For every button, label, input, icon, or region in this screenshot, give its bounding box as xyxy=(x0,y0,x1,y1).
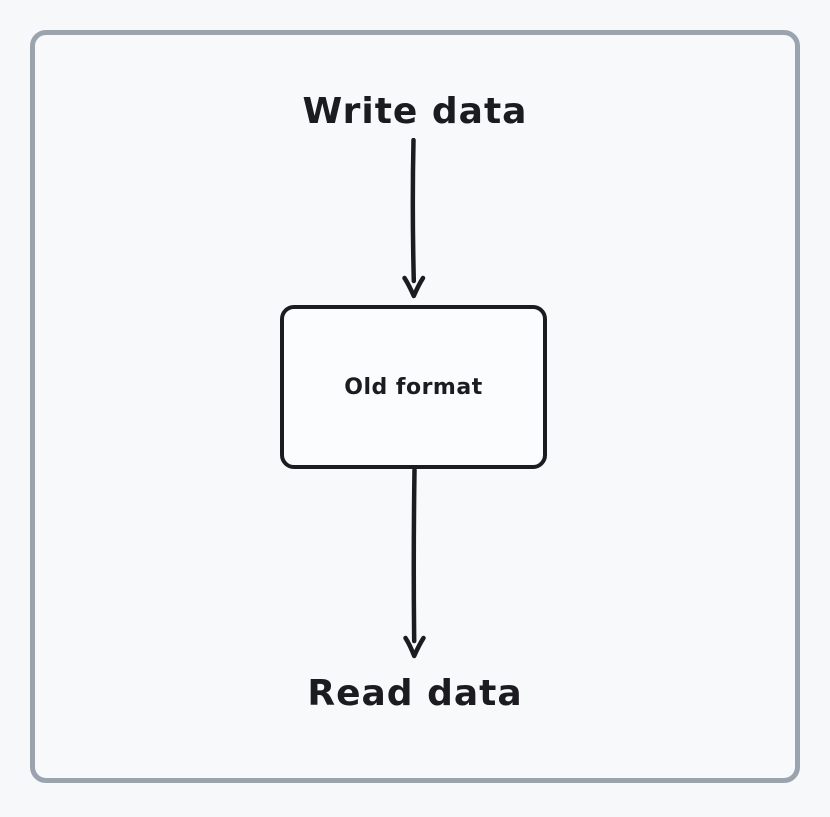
read-data-label: Read data xyxy=(307,673,523,714)
old-format-node: Old format xyxy=(280,305,547,469)
write-data-label: Write data xyxy=(302,91,528,132)
arrow-down-icon xyxy=(402,138,426,299)
arrow-down-icon xyxy=(403,468,426,659)
old-format-node-label: Old format xyxy=(344,374,483,400)
